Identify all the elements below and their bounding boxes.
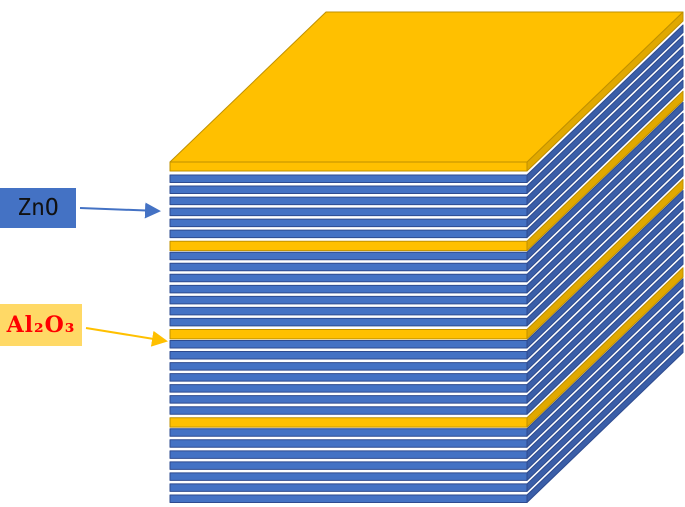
- zno-layer-front: [169, 450, 528, 459]
- zno-layer-front: [169, 207, 528, 217]
- zno-layer-front: [169, 306, 528, 316]
- al2o3-layer-front: [169, 328, 528, 340]
- zno-layer-front: [169, 317, 528, 327]
- al2o3-layer-front: [169, 417, 528, 428]
- label-zno: ZnO: [0, 188, 76, 228]
- al2o3-arrow: [85, 327, 168, 347]
- zno-arrow: [79, 202, 161, 219]
- zno-layer-front: [169, 439, 528, 448]
- zno-layer-front: [169, 262, 528, 272]
- zno-layer-front: [169, 483, 528, 492]
- zno-layer-front: [169, 472, 528, 481]
- zno-layer-front: [169, 174, 528, 184]
- zno-layer-front: [169, 251, 528, 261]
- label-zno-text: ZnO: [17, 194, 59, 221]
- zno-layer-front: [169, 351, 528, 360]
- zno-layer-front: [169, 362, 528, 371]
- label-al2o3: Al₂O₃: [0, 304, 82, 346]
- zno-layer-front: [169, 273, 528, 283]
- zno-layer-front: [169, 406, 528, 415]
- al2o3-layer-front: [169, 240, 528, 252]
- zno-layer-front: [169, 428, 528, 437]
- top-slab-top-face: [169, 11, 684, 163]
- zno-layer-front: [169, 218, 528, 228]
- label-al2o3-text: Al₂O₃: [6, 312, 76, 338]
- zno-layer-front: [169, 384, 528, 393]
- zno-layer-front: [169, 340, 528, 349]
- zno-layer-front: [169, 229, 528, 239]
- zno-layer-front: [169, 373, 528, 382]
- zno-layer-front: [169, 494, 528, 503]
- zno-layer-front: [169, 284, 528, 294]
- zno-layer-front: [169, 461, 528, 470]
- zno-layer-front: [169, 185, 528, 195]
- zno-layer-front: [169, 295, 528, 305]
- zno-layer-front: [169, 395, 528, 404]
- zno-layer-front: [169, 196, 528, 206]
- top-slab-front-face: [169, 161, 528, 172]
